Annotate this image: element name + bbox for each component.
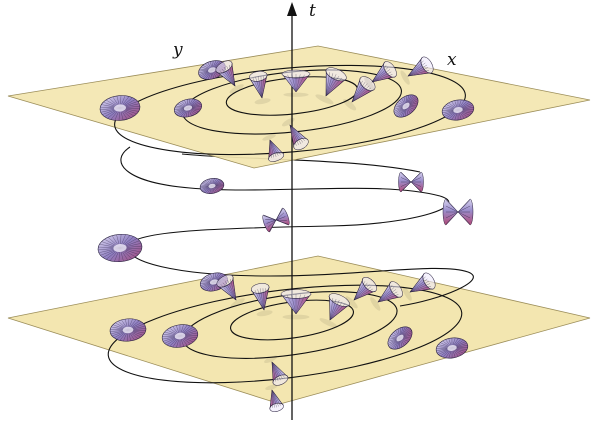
helix-disc-icon-left (97, 233, 143, 263)
lower-cone-icon-6 (402, 272, 436, 301)
helix-disc-icon-top (199, 178, 225, 194)
lower-plane (7, 255, 591, 405)
lower-cone-icon-4 (345, 276, 378, 309)
upper-cone-icon-6 (400, 56, 434, 85)
t-axis-label: t (309, 1, 316, 21)
upper-cone-icon-5 (364, 61, 397, 91)
upper-cone-icon-4 (343, 76, 376, 111)
x-axis-label: x (447, 50, 457, 70)
upper-disc-icon-right (393, 94, 419, 118)
lower-cone-icon-center (280, 289, 312, 320)
lower-cone-icon-1 (216, 274, 245, 308)
upper-cone-icon-2 (249, 71, 271, 105)
lower-cone-icon-5 (370, 281, 403, 311)
lower-cone-icon-front (264, 355, 289, 386)
upper-cone-icon-center (281, 69, 311, 97)
lower-cone-icon-3 (319, 293, 350, 328)
lower-cone-icon-2 (251, 283, 273, 317)
upper-cone-icon-front-2 (262, 134, 285, 162)
upper-cone-icon-3 (315, 67, 347, 105)
helix-bowtie-icon-far-right (442, 198, 474, 226)
lower-disc-icon-mid (161, 324, 199, 348)
helix-bowtie-icon-center (262, 207, 290, 233)
light-cones (97, 56, 475, 412)
lower-cone-icon-front-2 (265, 384, 284, 412)
upper-cone-icon-front (281, 117, 309, 151)
y-axis-label: y (172, 40, 183, 60)
upper-disc-icon-far-right (441, 99, 475, 121)
t-axis-arrowhead (287, 2, 297, 16)
lower-disc-icon-back (199, 272, 229, 292)
lower-disc-icon-left (109, 318, 147, 342)
helix-bowtie-icon-right (398, 171, 424, 193)
lower-disc-icon-right (387, 326, 413, 350)
upper-cone-icon-1 (215, 60, 244, 94)
upper-disc-icon-left (99, 95, 141, 121)
lower-disc-icon-far-right (435, 337, 469, 359)
upper-disc-icon-mid (173, 98, 203, 118)
